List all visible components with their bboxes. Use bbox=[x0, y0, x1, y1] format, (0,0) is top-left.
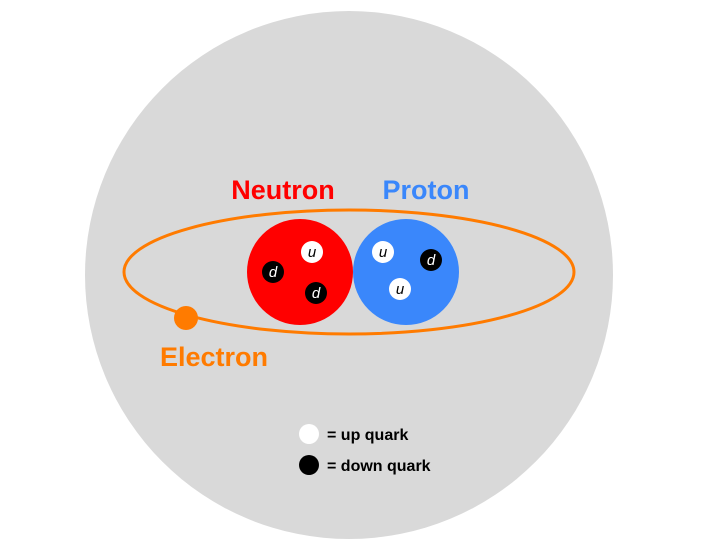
neutron-circle bbox=[247, 219, 353, 325]
electron-label: Electron bbox=[160, 342, 268, 372]
neutron-label: Neutron bbox=[231, 175, 335, 205]
down-quark bbox=[305, 282, 327, 304]
legend: = up quark = down quark bbox=[299, 424, 431, 475]
down-quark bbox=[262, 261, 284, 283]
up-quark bbox=[301, 241, 323, 263]
proton-label: Proton bbox=[383, 175, 470, 205]
up-quark bbox=[372, 241, 394, 263]
electron-orbit bbox=[122, 208, 576, 336]
down-quark-label: d bbox=[312, 285, 321, 302]
up-quark bbox=[389, 278, 411, 300]
proton: u d u bbox=[353, 219, 459, 325]
down-quark bbox=[420, 249, 442, 271]
up-quark-legend-label: = up quark bbox=[327, 427, 408, 444]
up-quark-legend-icon bbox=[299, 424, 319, 444]
down-quark-legend-label: = down quark bbox=[327, 458, 431, 475]
down-quark-legend-icon bbox=[299, 455, 319, 475]
up-quark-label: u bbox=[308, 244, 317, 261]
down-quark-label: d bbox=[427, 252, 436, 269]
up-quark-label: u bbox=[379, 244, 388, 261]
proton-circle bbox=[353, 219, 459, 325]
up-quark-label: u bbox=[396, 281, 405, 298]
down-quark-label: d bbox=[269, 264, 278, 281]
electron-dot bbox=[174, 306, 198, 330]
neutron: u d d bbox=[247, 219, 353, 325]
